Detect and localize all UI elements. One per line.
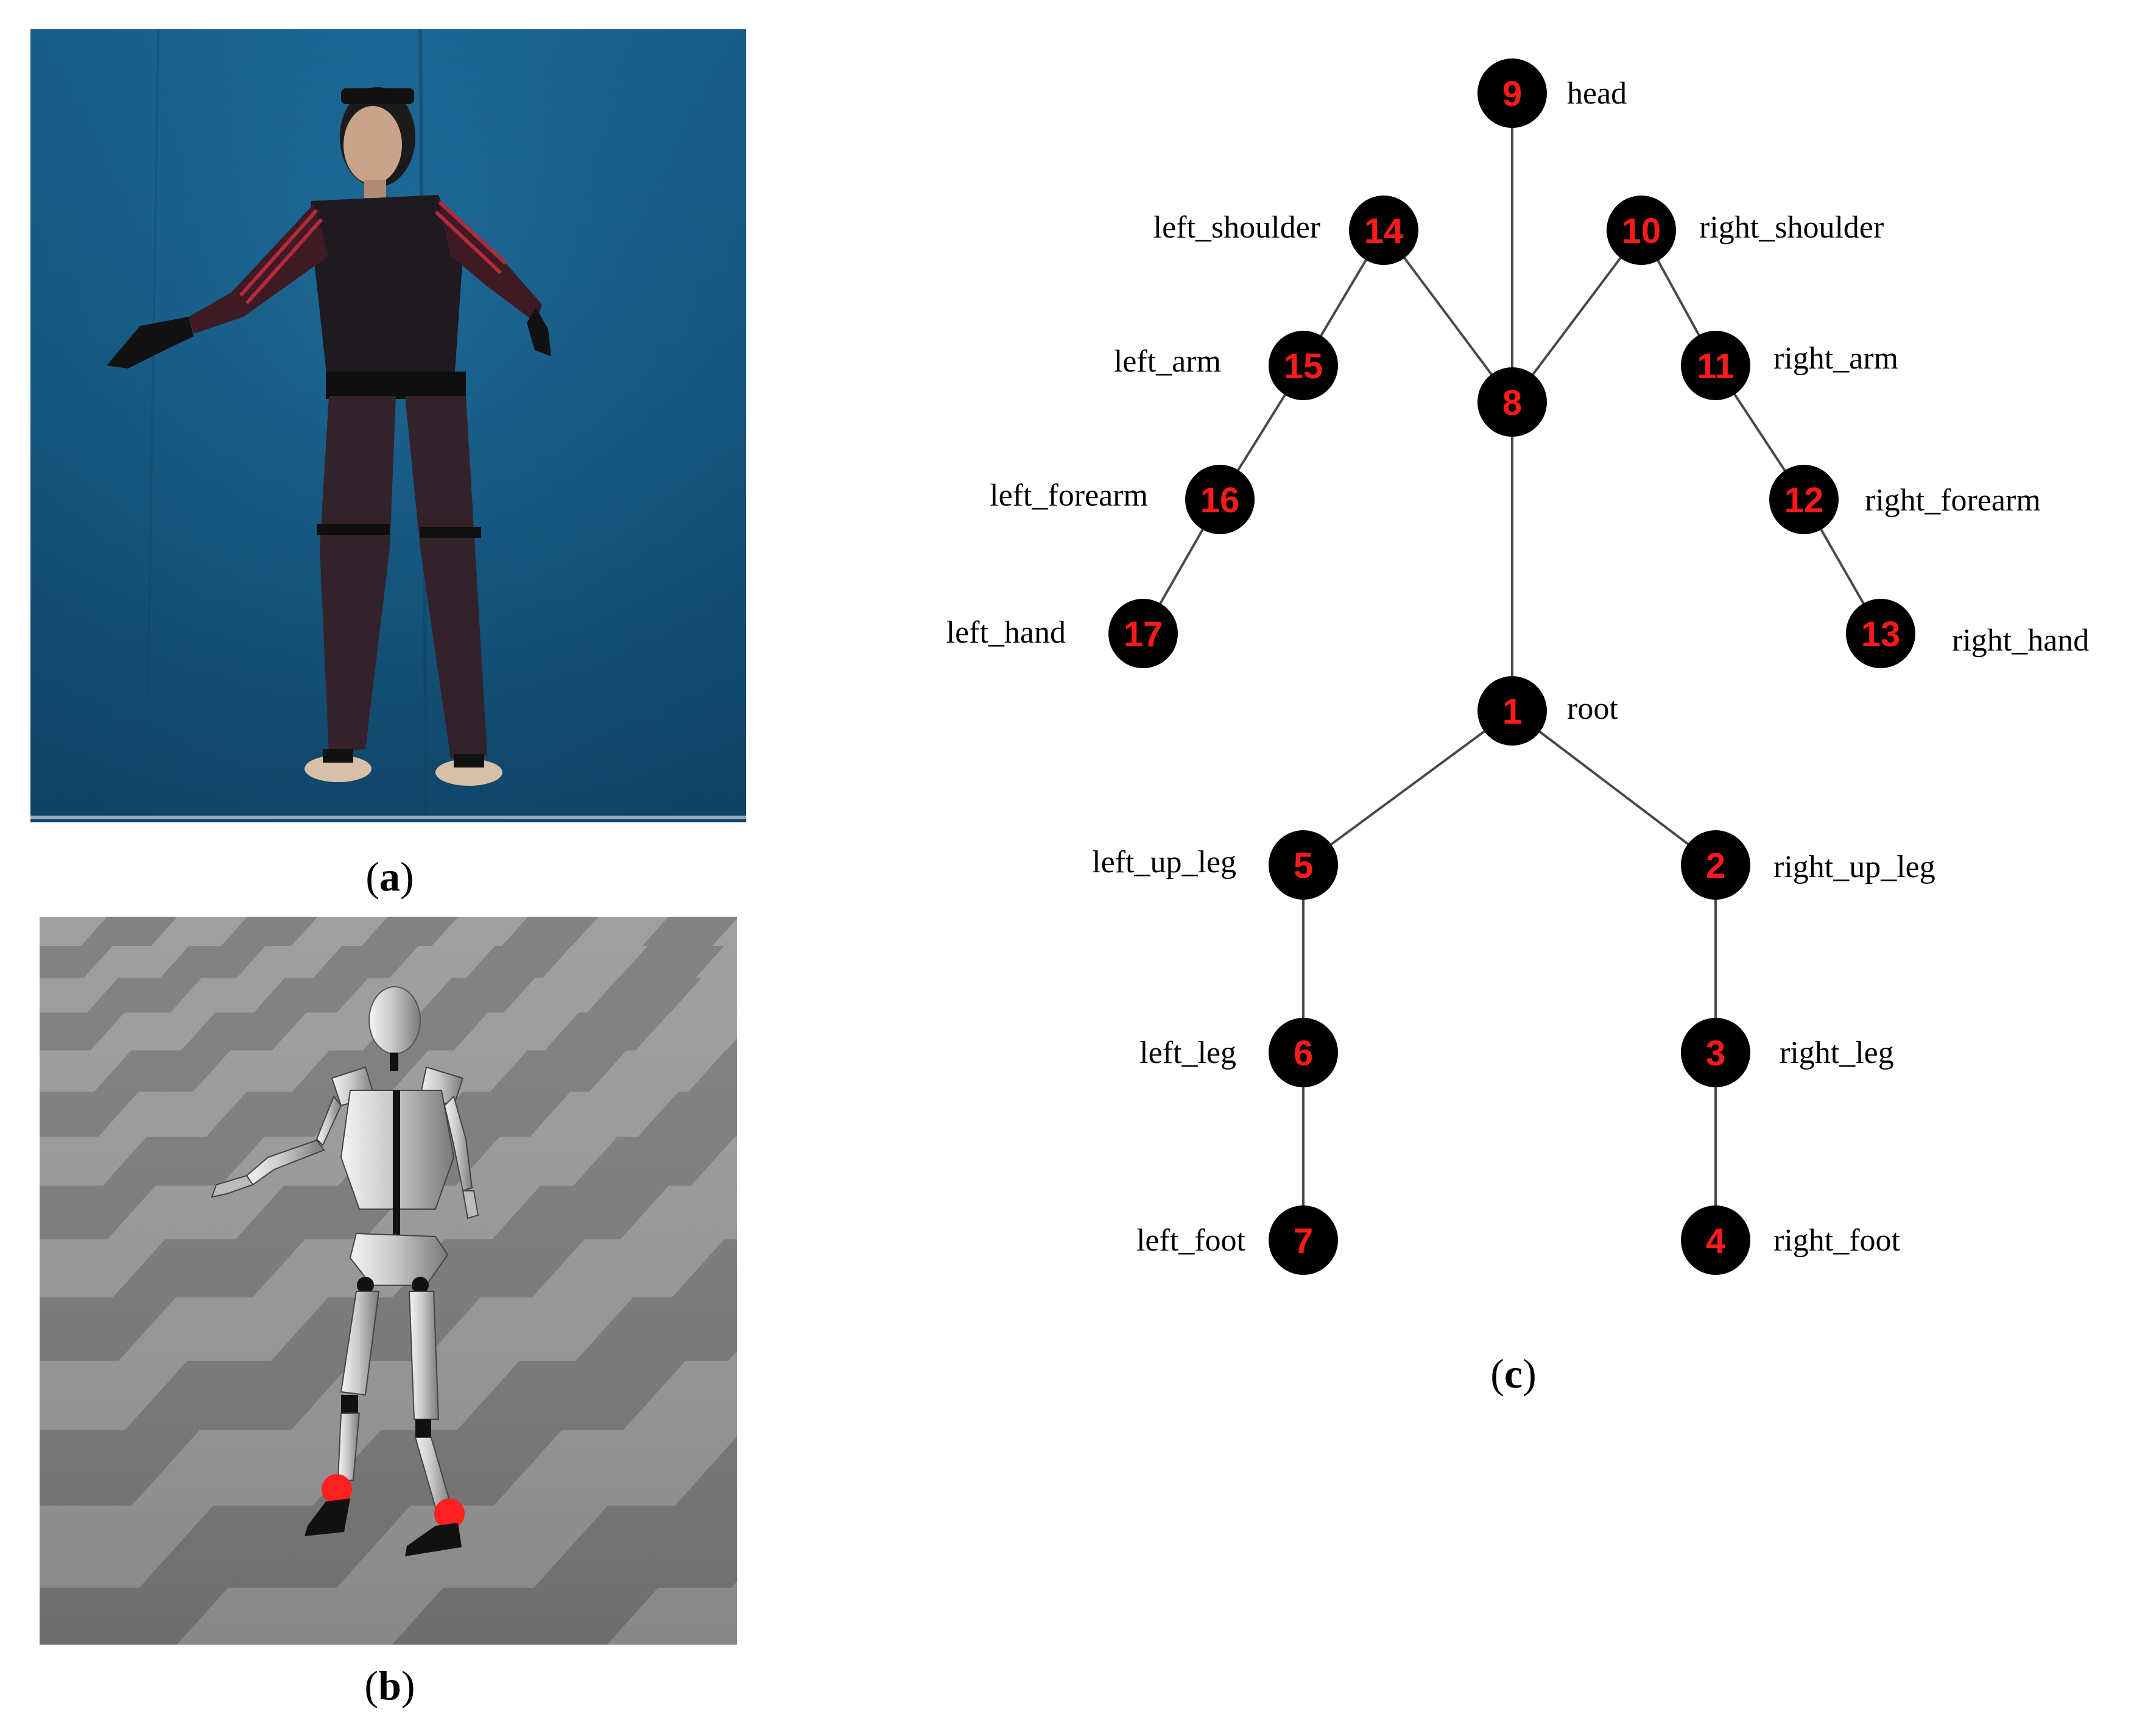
- joint-number: 10: [1622, 211, 1661, 251]
- bone-8-14: [1382, 229, 1513, 403]
- joint-14: 14: [1349, 196, 1418, 265]
- joint-number: 13: [1861, 615, 1901, 654]
- joint-number: 17: [1124, 615, 1163, 654]
- joint-7: 7: [1269, 1205, 1338, 1275]
- joint-number: 9: [1502, 74, 1522, 114]
- joint-16: 16: [1185, 465, 1255, 534]
- joint-5: 5: [1269, 830, 1338, 900]
- label-right-leg: right_leg: [1780, 1036, 1894, 1070]
- label-right-forearm: right_forearm: [1865, 483, 2041, 518]
- robot-figure: [211, 986, 479, 1556]
- right-ankle-marker: [434, 1498, 465, 1529]
- joint-4: 4: [1681, 1205, 1750, 1275]
- label-right-hand: right_hand: [1952, 623, 2089, 658]
- joint-15: 15: [1269, 331, 1338, 400]
- person-figure: [107, 87, 551, 786]
- label-left-forearm: left_forearm: [990, 478, 1148, 513]
- joint-8: 8: [1477, 367, 1547, 437]
- bone-8-10: [1511, 229, 1643, 403]
- bone-1-2: [1511, 710, 1717, 866]
- joint-9: 9: [1477, 58, 1547, 128]
- caption-a: (a): [365, 853, 414, 900]
- joint-number: 7: [1294, 1221, 1313, 1261]
- bone-edges: [1142, 93, 1882, 1240]
- joint-number: 8: [1502, 383, 1522, 423]
- panel-b-render: [40, 917, 737, 1645]
- joint-12: 12: [1769, 465, 1839, 534]
- joint-10: 10: [1607, 196, 1676, 265]
- joint-11: 11: [1681, 331, 1750, 400]
- joint-number: 6: [1294, 1034, 1313, 1073]
- joint-6: 6: [1269, 1018, 1338, 1087]
- label-root: root: [1567, 691, 1618, 726]
- joint-number: 2: [1706, 846, 1725, 886]
- label-left-up-leg: left_up_leg: [1092, 845, 1236, 880]
- joint-number: 14: [1364, 211, 1404, 251]
- joint-number: 16: [1200, 481, 1240, 520]
- joint-number: 4: [1706, 1221, 1725, 1261]
- label-right-arm: right_arm: [1773, 341, 1898, 376]
- joint-3: 3: [1681, 1018, 1750, 1087]
- label-left-arm: left_arm: [1114, 344, 1221, 379]
- caption-c: (c): [1490, 1350, 1537, 1397]
- joint-number: 15: [1284, 347, 1323, 386]
- bone-1-5: [1302, 710, 1513, 866]
- joint-number: 5: [1294, 846, 1313, 886]
- joint-number: 1: [1502, 692, 1522, 732]
- joint-2: 2: [1681, 830, 1750, 900]
- joint-17: 17: [1108, 599, 1178, 668]
- joint-1: 1: [1477, 676, 1547, 746]
- caption-b-letter: b: [378, 1662, 401, 1709]
- caption-b: (b): [364, 1662, 415, 1709]
- left-ankle-marker: [322, 1474, 352, 1505]
- label-right-shoulder: right_shoulder: [1699, 210, 1884, 245]
- label-head: head: [1567, 76, 1627, 111]
- panel-c-skeleton: 1 2 3 4 5 6 7 8: [946, 58, 2089, 1275]
- label-right-foot: right_foot: [1773, 1223, 1901, 1258]
- joint-13: 13: [1846, 599, 1915, 668]
- label-left-foot: left_foot: [1136, 1223, 1246, 1258]
- caption-a-letter: a: [379, 853, 400, 900]
- label-left-shoulder: left_shoulder: [1153, 210, 1320, 245]
- label-left-leg: left_leg: [1139, 1036, 1236, 1070]
- joint-number: 12: [1784, 481, 1824, 520]
- label-left-hand: left_hand: [946, 615, 1066, 650]
- joint-number: 3: [1706, 1034, 1725, 1073]
- label-right-up-leg: right_up_leg: [1773, 850, 1935, 884]
- joint-number: 11: [1697, 347, 1734, 386]
- caption-c-letter: c: [1504, 1350, 1523, 1397]
- panel-a-photo: [30, 29, 746, 822]
